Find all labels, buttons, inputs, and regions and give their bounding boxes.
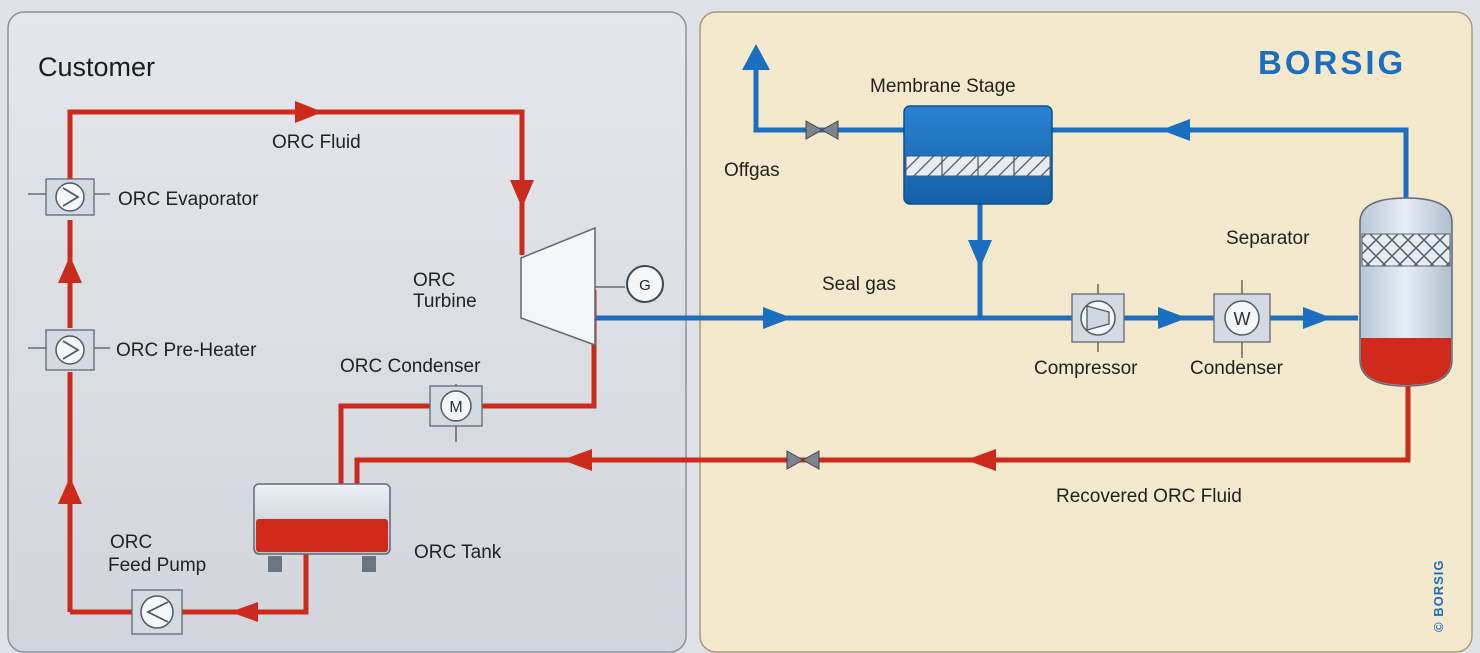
arrow-left-icon [230,602,258,622]
orc-evaporator-label: ORC Evaporator [118,189,259,210]
arrow-left-icon [562,449,592,471]
orc-turbine [520,226,625,347]
membrane-stage-label: Membrane Stage [870,76,1016,97]
arrow-left-icon [966,449,996,471]
customer-title: Customer [38,52,155,82]
orc-feed-pump [131,589,183,635]
arrow-right-icon [1158,307,1187,329]
orc-turbine-label: Turbine [413,291,477,312]
orc-preheater-label: ORC Pre-Heater [116,340,257,361]
arrow-up-icon [742,44,770,70]
arrow-right-icon [1303,307,1332,329]
orc-condenser-label: ORC Condenser [340,356,481,377]
orc-condenser: M [429,384,483,442]
compressor [1071,284,1125,352]
orc-evaporator [28,178,110,216]
arrow-left-icon [1161,119,1190,141]
separator-label: Separator [1226,228,1310,249]
generator-symbol: G [639,277,651,294]
condenser: W [1213,280,1271,358]
recovered-fluid-valve [786,450,820,470]
orc-fluid-label: ORC Fluid [272,132,361,153]
offgas-valve [805,120,839,140]
arrow-right-icon [763,307,792,329]
condenser-symbol: M [449,399,462,416]
orc-preheater [28,329,110,371]
compressor-label: Compressor [1034,358,1138,379]
condenser-label: Condenser [1190,358,1284,379]
orc-turbine-label: ORC [413,270,455,291]
gas-flow-arrows [742,44,1332,329]
copyright-mark: © BORSIG [1431,560,1446,632]
arrow-down-icon [968,240,992,268]
offgas-label: Offgas [724,160,780,181]
separator [1359,197,1453,387]
orc-tank-label: ORC Tank [414,542,502,563]
condenser-symbol: W [1234,309,1251,329]
arrow-up-icon [58,477,82,504]
orc-feed-pump-label: Feed Pump [108,555,206,576]
arrow-down-icon [510,180,534,208]
orc-feed-pump-label: ORC [110,532,152,553]
orc-flow-arrows [58,101,996,622]
borsig-logo: BORSIG [1258,44,1406,81]
seal-gas-label: Seal gas [822,274,896,295]
arrow-up-icon [58,256,82,283]
customer-panel [7,11,687,653]
arrow-right-icon [295,101,323,123]
membrane-stage [903,105,1053,205]
orc-tank [253,483,391,572]
recovered-orc-fluid-label: Recovered ORC Fluid [1056,486,1242,507]
generator: G [626,265,664,303]
